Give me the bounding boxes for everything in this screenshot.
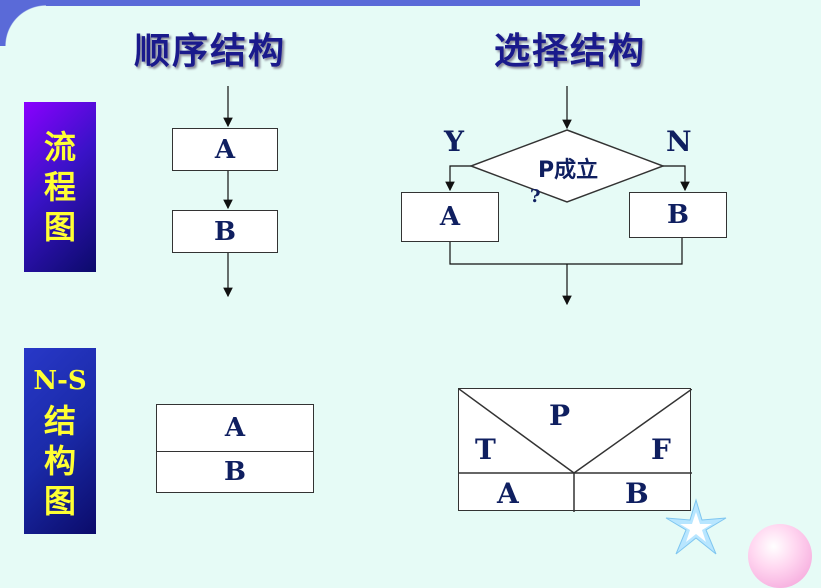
- side-label-ns: N-S 结 构 图: [24, 348, 96, 534]
- side-label-flowchart: 流 程 图: [24, 102, 96, 272]
- condition-diamond: [468, 129, 666, 203]
- ns-row-b: B: [156, 451, 314, 493]
- condition-text: P成立: [538, 158, 599, 183]
- side-label-char: N-S: [33, 366, 87, 396]
- process-box-b: B: [172, 210, 278, 253]
- ns-row-a: A: [156, 404, 314, 452]
- side-label-char: 构: [43, 442, 76, 480]
- no-label: N: [666, 125, 692, 158]
- ns-false-label: F: [651, 433, 671, 466]
- ns-true-label: T: [475, 433, 496, 466]
- condition-question: ?: [530, 186, 541, 207]
- side-label-char: 图: [43, 208, 76, 246]
- side-label-char: 程: [43, 168, 76, 206]
- yes-label: Y: [444, 125, 464, 158]
- circle-decoration: [748, 524, 812, 588]
- star-decoration-icon: [665, 498, 727, 555]
- flowchart-connectors: [223, 86, 690, 306]
- ns-true-box: A: [497, 477, 519, 510]
- side-label-char: 结: [43, 402, 76, 440]
- process-box-a: A: [172, 128, 278, 171]
- heading-selection: 选择结构: [494, 31, 647, 72]
- ns-diagonals: [459, 389, 692, 512]
- side-label-char: 图: [43, 482, 76, 520]
- yes-branch-box: A: [401, 192, 499, 242]
- ns-condition-label: P: [549, 399, 571, 432]
- ns-false-box: B: [625, 477, 649, 510]
- ns-selection-box: P T F A B: [458, 388, 692, 512]
- heading-sequential: 顺序结构: [134, 31, 287, 72]
- decorative-corner: [0, 0, 46, 46]
- decorative-top-bar: [0, 0, 640, 6]
- no-branch-box: B: [629, 192, 727, 238]
- side-label-char: 流: [43, 128, 76, 166]
